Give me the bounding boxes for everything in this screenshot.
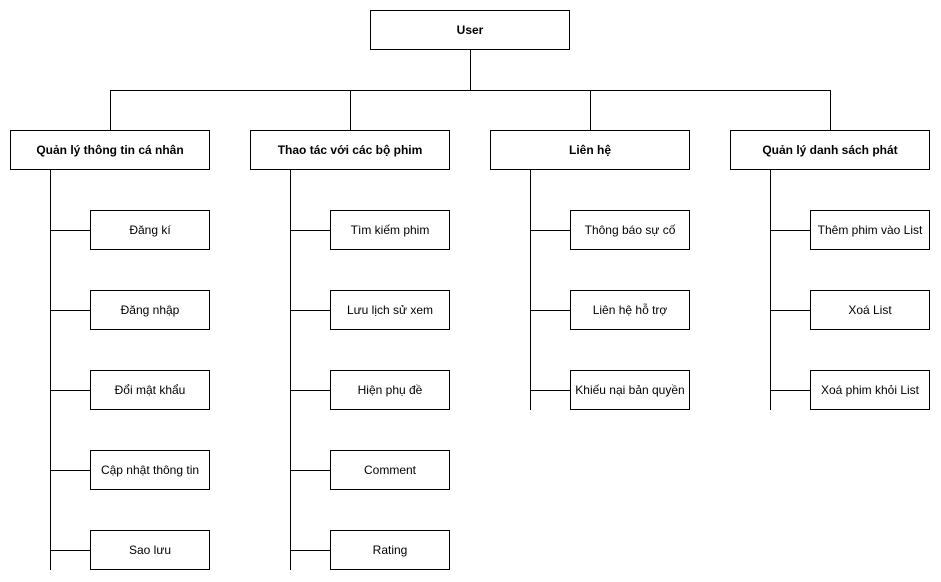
leaf-node: Xoá List	[810, 290, 930, 330]
item-branch-line	[50, 550, 90, 551]
item-branch-line	[50, 470, 90, 471]
leaf-node: Đổi mật khẩu	[90, 370, 210, 410]
item-branch-line	[530, 230, 570, 231]
category-drop-line	[590, 90, 591, 130]
category-spine-line	[770, 170, 771, 410]
category-spine-line	[290, 170, 291, 570]
leaf-node: Hiện phụ đề	[330, 370, 450, 410]
leaf-node: Comment	[330, 450, 450, 490]
leaf-node: Đăng nhập	[90, 290, 210, 330]
category-node: Quản lý thông tin cá nhân	[10, 130, 210, 170]
leaf-node: Thông báo sự cố	[570, 210, 690, 250]
leaf-node: Rating	[330, 530, 450, 570]
item-branch-line	[290, 310, 330, 311]
category-node: Thao tác với các bộ phim	[250, 130, 450, 170]
item-branch-line	[50, 310, 90, 311]
item-branch-line	[290, 470, 330, 471]
leaf-node: Khiếu nại bản quyền	[570, 370, 690, 410]
leaf-node: Tìm kiếm phim	[330, 210, 450, 250]
item-branch-line	[770, 230, 810, 231]
leaf-node: Liên hệ hỗ trợ	[570, 290, 690, 330]
leaf-node: Đăng kí	[90, 210, 210, 250]
item-branch-line	[50, 230, 90, 231]
leaf-node: Thêm phim vào List	[810, 210, 930, 250]
category-node: Liên hệ	[490, 130, 690, 170]
leaf-node: Sao lưu	[90, 530, 210, 570]
leaf-node: Lưu lịch sử xem	[330, 290, 450, 330]
category-drop-line	[830, 90, 831, 130]
item-branch-line	[770, 390, 810, 391]
category-node: Quản lý danh sách phát	[730, 130, 930, 170]
leaf-node: Cập nhật thông tin	[90, 450, 210, 490]
root-connector	[470, 50, 471, 91]
category-spine-line	[50, 170, 51, 570]
root-node-user: User	[370, 10, 570, 50]
category-drop-line	[110, 90, 111, 130]
leaf-node: Xoá phim khỏi List	[810, 370, 930, 410]
category-drop-line	[350, 90, 351, 130]
item-branch-line	[530, 310, 570, 311]
category-spine-line	[530, 170, 531, 410]
item-branch-line	[290, 550, 330, 551]
item-branch-line	[770, 310, 810, 311]
item-branch-line	[530, 390, 570, 391]
item-branch-line	[50, 390, 90, 391]
item-branch-line	[290, 390, 330, 391]
item-branch-line	[290, 230, 330, 231]
